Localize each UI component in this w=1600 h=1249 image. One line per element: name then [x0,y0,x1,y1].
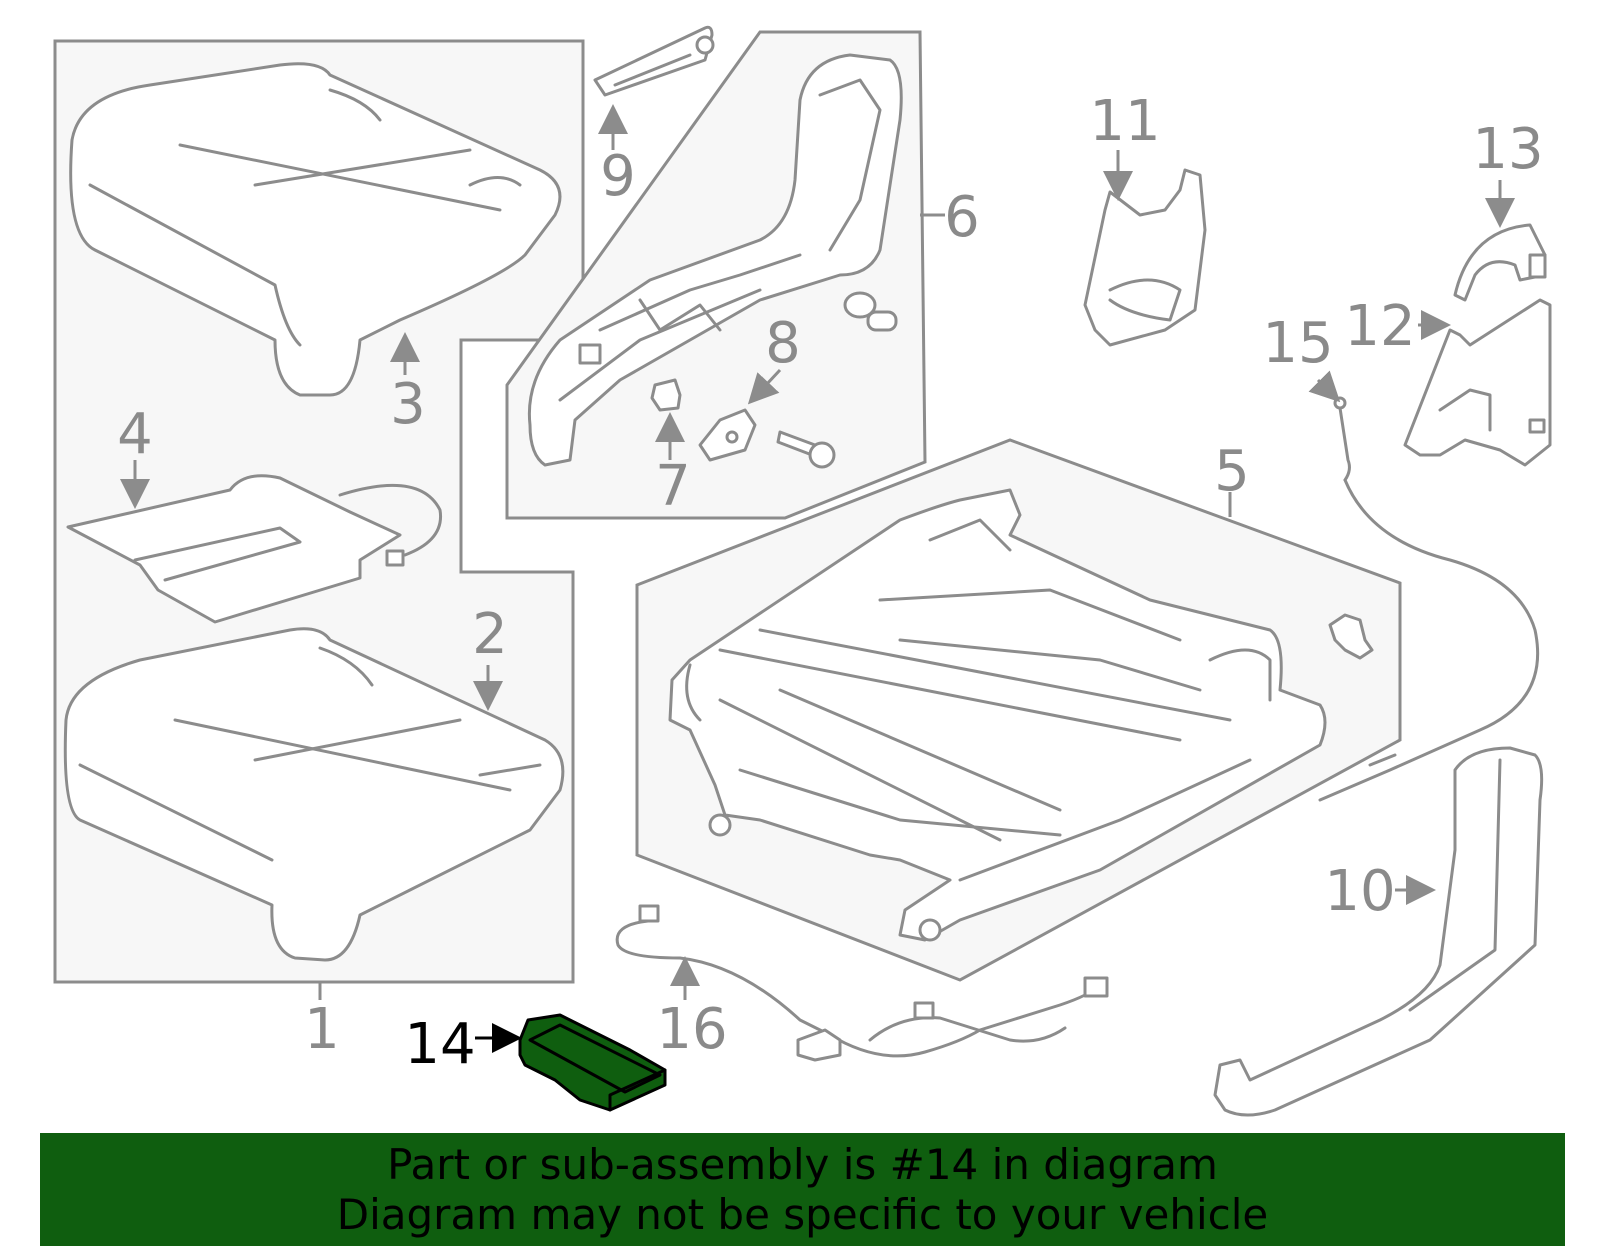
callout-14[interactable]: 14 [404,1012,475,1077]
part-7-clip [650,378,682,412]
callout-13: 13 [1472,117,1543,182]
leader-8 [747,368,782,405]
part-6-side-frame [527,53,903,467]
part-5-seat-track [668,488,1327,942]
callout-10: 10 [1324,859,1395,924]
callout-7: 7 [655,454,691,519]
info-banner: Part or sub-assembly is #14 in diagram D… [40,1133,1565,1246]
callout-5: 5 [1214,439,1250,504]
callout-12: 12 [1344,294,1415,359]
callout-8: 8 [765,311,801,376]
part-14-control-module[interactable] [518,1013,667,1112]
part-3-seat-cushion-cover [69,62,562,397]
bolt-part [843,291,898,332]
part-4-heater-pad [66,474,443,624]
callout-2: 2 [472,602,508,667]
part-8-bracket [698,408,757,462]
part-10-side-shield [1213,746,1544,1117]
part-13-cover [1453,223,1547,302]
callout-4: 4 [117,402,153,467]
part-11-cover [1083,168,1207,347]
leader-15 [1308,370,1341,403]
callout-16: 16 [656,997,727,1062]
clip-part [1328,613,1374,660]
part-9-trim [593,25,715,97]
banner-line-2: Diagram may not be specific to your vehi… [336,1189,1269,1239]
callout-6: 6 [944,185,980,250]
part-2-seat-cushion-assy [63,627,565,962]
part-12-cover [1403,298,1552,467]
part-16-harness [615,904,1109,1062]
callout-1: 1 [304,997,340,1062]
callout-3: 3 [390,372,426,437]
callout-9: 9 [600,144,636,209]
screw-part [776,430,836,469]
callout-11: 11 [1089,89,1160,154]
callout-15: 15 [1262,311,1333,376]
banner-line-1: Part or sub-assembly is #14 in diagram [387,1139,1218,1189]
